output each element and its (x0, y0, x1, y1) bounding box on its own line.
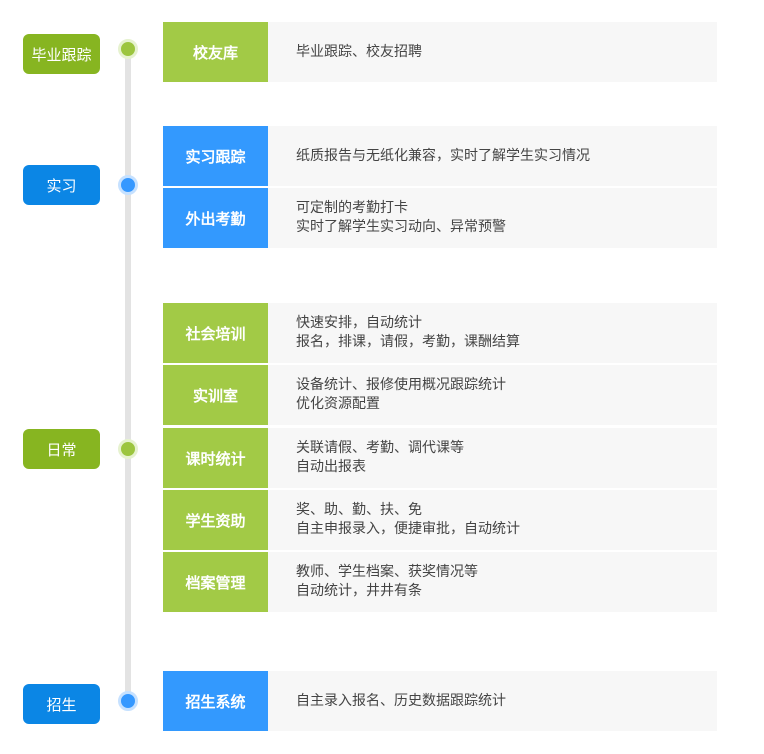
feature-name: 学生资助 (163, 490, 268, 550)
feature-name: 实习跟踪 (163, 126, 268, 186)
feature-desc: 快速安排，自动统计 (296, 315, 422, 331)
feature-desc: 教师、学生档案、获奖情况等 (296, 564, 478, 580)
feature-desc: 自动出报表 (296, 459, 366, 475)
timeline-dot (118, 39, 138, 59)
timeline-dot (118, 175, 138, 195)
timeline-dot (118, 439, 138, 459)
feature-desc: 报名，排课，请假，考勤，课酬结算 (296, 334, 520, 350)
feature-desc: 自主申报录入，便捷审批，自动统计 (296, 521, 520, 537)
feature-row: 课时统计 关联请假、考勤、调代课等自动出报表 (163, 428, 717, 488)
feature-name: 招生系统 (163, 671, 268, 731)
feature-name: 实训室 (163, 365, 268, 425)
stage-badge-graduation: 毕业跟踪 (23, 34, 100, 74)
feature-desc: 奖、助、勤、扶、免 (296, 502, 422, 518)
feature-name: 校友库 (163, 22, 268, 82)
timeline-line (125, 45, 131, 705)
feature-desc: 实时了解学生实习动向、异常预警 (296, 219, 506, 235)
stage-badge-daily: 日常 (23, 429, 100, 469)
feature-row: 实习跟踪 纸质报告与无纸化兼容，实时了解学生实习情况 (163, 126, 717, 186)
feature-desc: 可定制的考勤打卡 (296, 200, 408, 216)
feature-desc: 纸质报告与无纸化兼容，实时了解学生实习情况 (296, 147, 590, 164)
feature-name: 课时统计 (163, 428, 268, 488)
feature-desc: 毕业跟踪、校友招聘 (296, 43, 422, 60)
feature-row: 实训室 设备统计、报修使用概况跟踪统计优化资源配置 (163, 365, 717, 425)
feature-desc: 自主录入报名、历史数据跟踪统计 (296, 692, 506, 709)
feature-row: 学生资助 奖、助、勤、扶、免自主申报录入，便捷审批，自动统计 (163, 490, 717, 550)
feature-row: 档案管理 教师、学生档案、获奖情况等自动统计，井井有条 (163, 552, 717, 612)
feature-row: 招生系统 自主录入报名、历史数据跟踪统计 (163, 671, 717, 731)
feature-desc: 自动统计，井井有条 (296, 583, 422, 599)
feature-row: 校友库 毕业跟踪、校友招聘 (163, 22, 717, 82)
stage-badge-internship: 实习 (23, 165, 100, 205)
feature-name: 社会培训 (163, 303, 268, 363)
feature-desc: 优化资源配置 (296, 396, 380, 412)
feature-desc: 设备统计、报修使用概况跟踪统计 (296, 377, 506, 393)
feature-name: 外出考勤 (163, 188, 268, 248)
feature-row: 社会培训 快速安排，自动统计报名，排课，请假，考勤，课酬结算 (163, 303, 717, 363)
feature-desc: 关联请假、考勤、调代课等 (296, 440, 464, 456)
timeline-dot (118, 691, 138, 711)
stage-badge-enrollment: 招生 (23, 684, 100, 724)
feature-row: 外出考勤 可定制的考勤打卡实时了解学生实习动向、异常预警 (163, 188, 717, 248)
feature-name: 档案管理 (163, 552, 268, 612)
